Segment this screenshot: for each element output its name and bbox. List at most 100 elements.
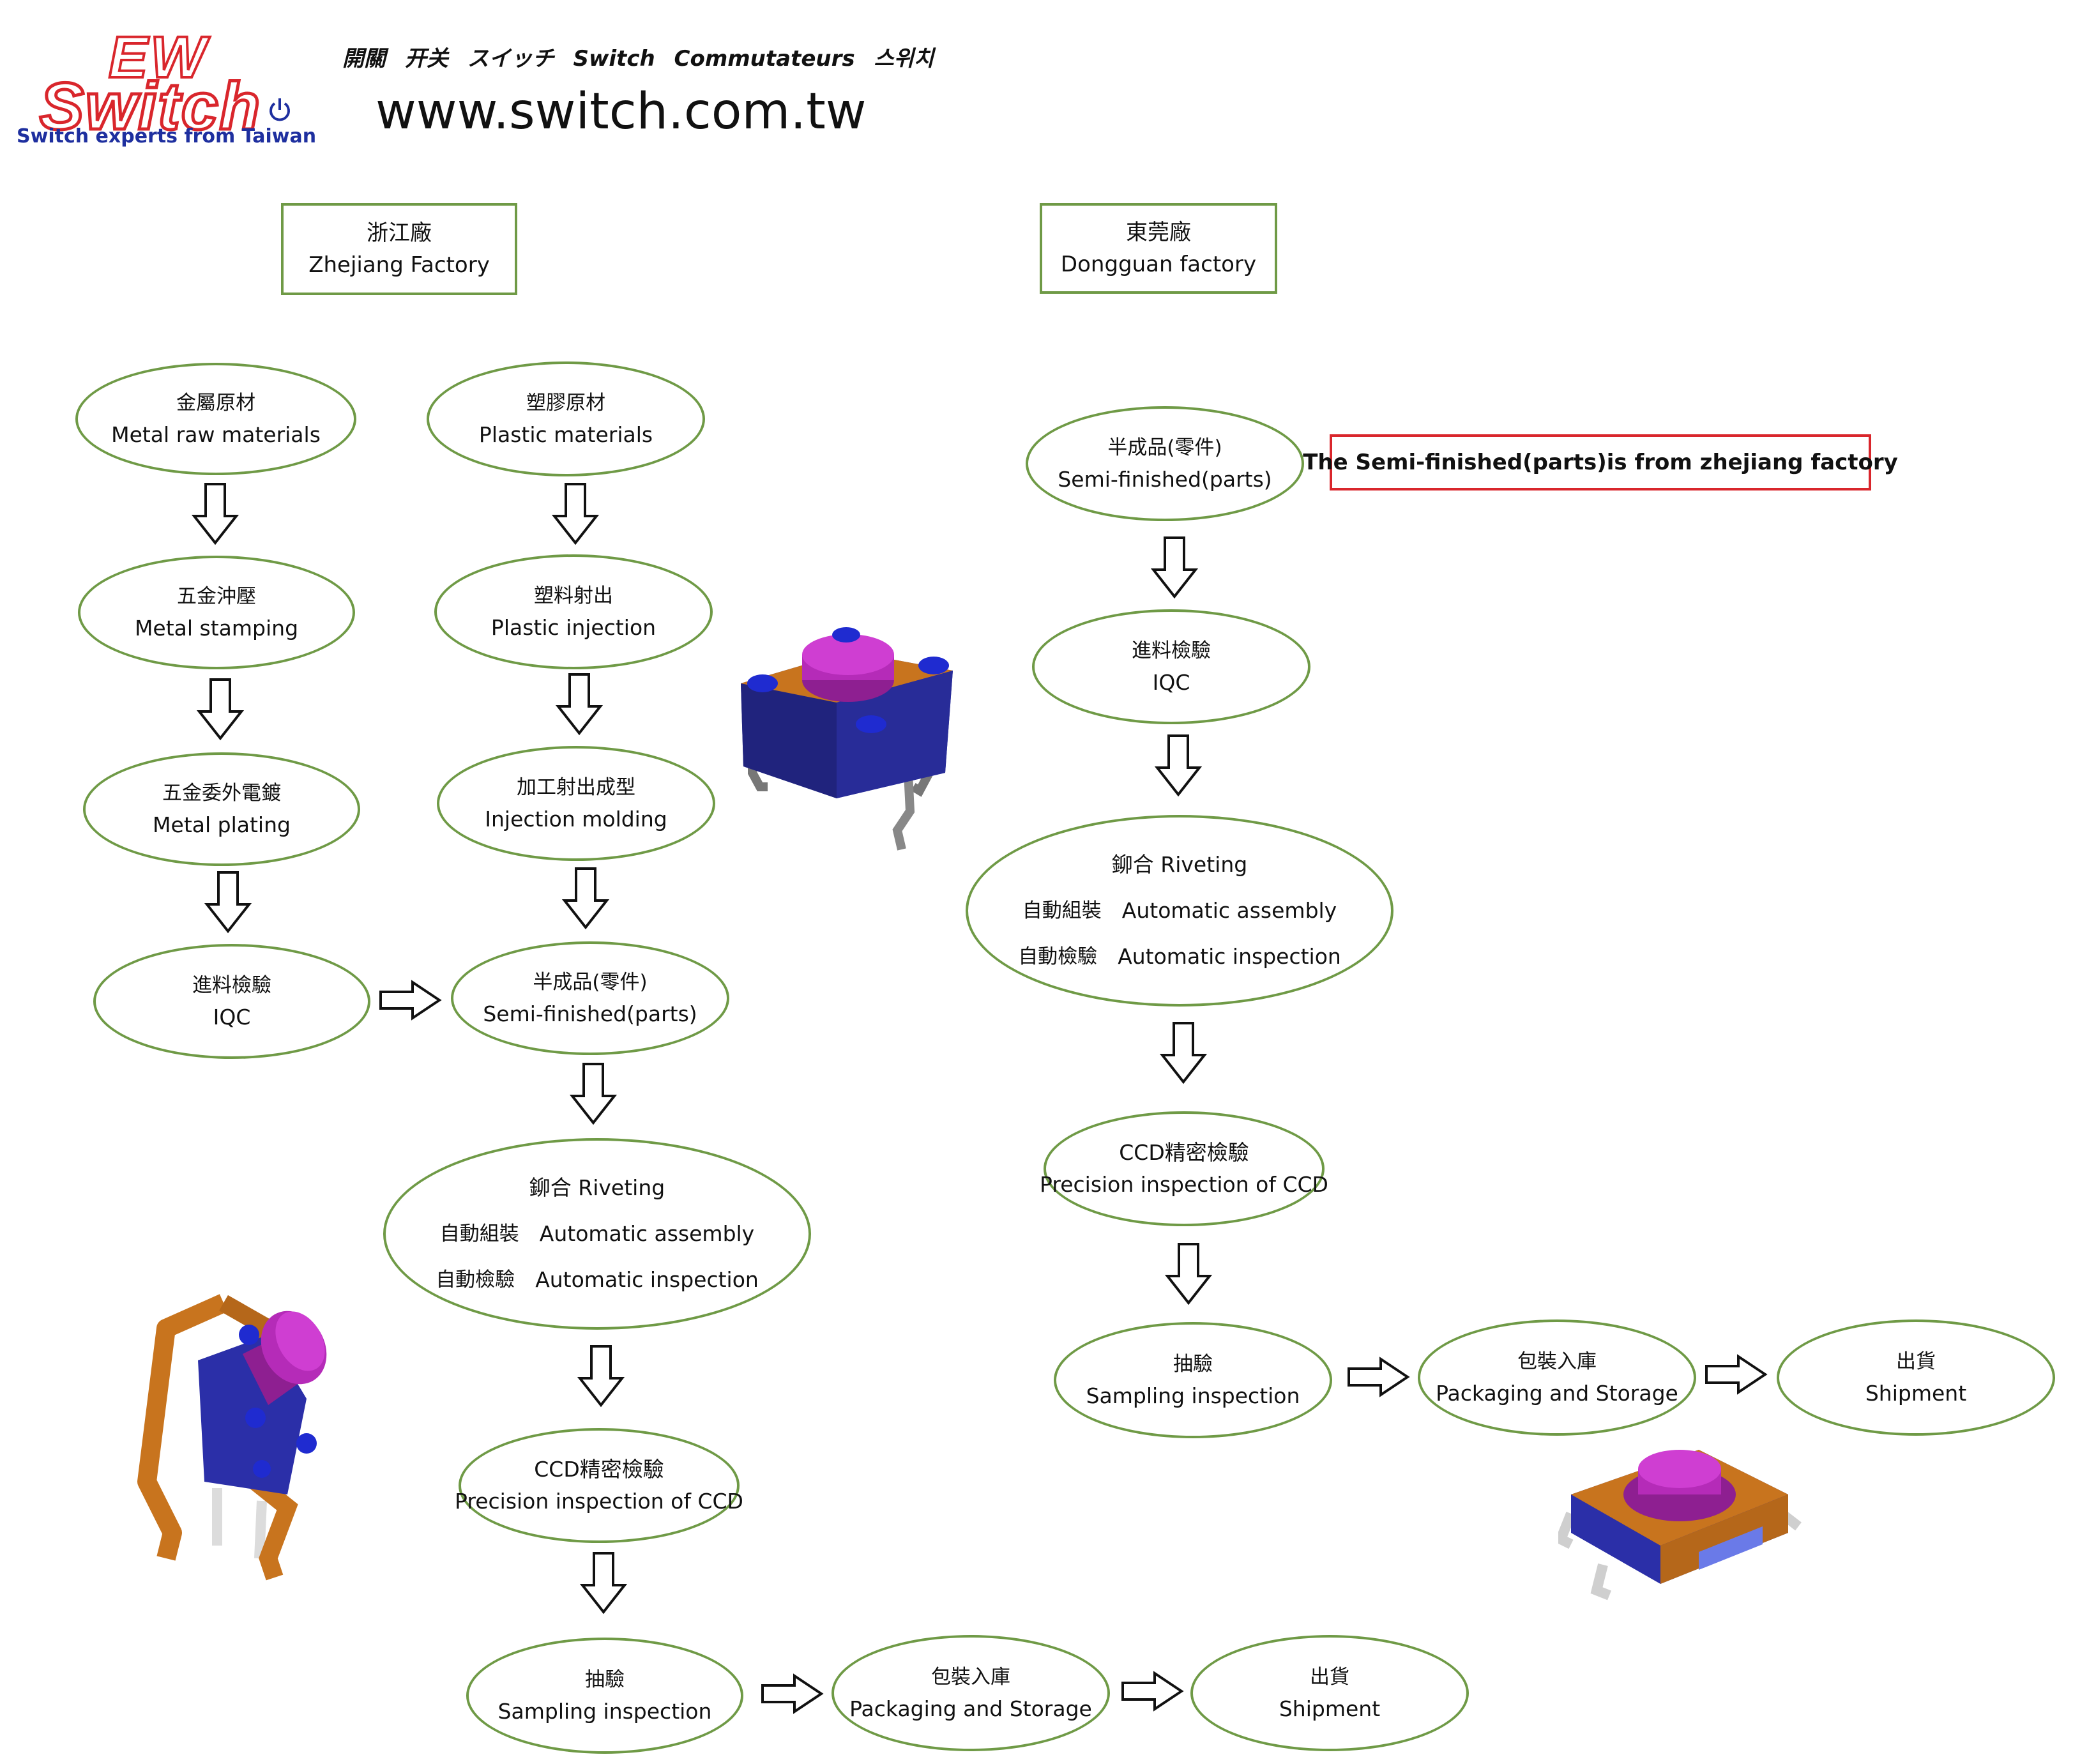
riveting-assembly-zh: 自動組裝 <box>1022 899 1102 922</box>
riveting-inspection-en: Automatic inspection <box>1118 944 1341 969</box>
node-semi-finished-dongguan: 半成品(零件) Semi-finished(parts) <box>1026 406 1304 521</box>
node-metal-stamping: 五金沖壓 Metal stamping <box>78 556 355 669</box>
logo-ew-text: EW <box>107 24 209 91</box>
semi-finished-note: The Semi-finished(parts)is from zhejiang… <box>1303 434 1898 490</box>
website-url: www.switch.com.tw <box>376 83 867 141</box>
riveting-inspection-row: 自動檢驗 Automatic inspection <box>436 1257 759 1303</box>
arrow-dg-sampling-to-packaging <box>1348 1357 1410 1397</box>
arrow-injection-to-molding <box>555 673 604 736</box>
node-iqc-dongguan: 進料檢驗 IQC <box>1032 609 1310 724</box>
node-packaging-dongguan: 包裝入庫 Packaging and Storage <box>1418 1319 1696 1436</box>
riveting-assembly-en: Automatic assembly <box>1121 898 1337 923</box>
node-label-zh: CCD精密檢驗 <box>534 1457 664 1482</box>
tact-switch-smd-illustration <box>1558 1450 1802 1601</box>
node-label-zh: 出貨 <box>1310 1666 1349 1689</box>
arrow-dg-semi-finished-to-iqc <box>1150 536 1199 599</box>
node-metal-raw-materials: 金屬原材 Metal raw materials <box>75 363 356 475</box>
node-label-en: Shipment <box>1865 1381 1967 1406</box>
node-label-en: Injection molding <box>485 807 667 832</box>
arrow-riveting-to-ccd <box>577 1345 625 1408</box>
node-semi-finished-zhejiang: 半成品(零件) Semi-finished(parts) <box>451 941 729 1055</box>
arrow-dg-riveting-to-ccd <box>1159 1022 1208 1084</box>
node-label-en: IQC <box>213 1005 251 1030</box>
node-shipment-zhejiang: 出貨 Shipment <box>1190 1635 1469 1751</box>
node-label-en: Metal stamping <box>134 616 299 641</box>
node-label-en: Plastic materials <box>478 422 653 447</box>
node-label-en: Packaging and Storage <box>1436 1381 1678 1406</box>
node-label-zh: 塑膠原材 <box>526 392 605 414</box>
riveting-title: 鉚合 Riveting <box>529 1175 665 1200</box>
dongguan-factory-en: Dongguan factory <box>1060 252 1257 277</box>
node-label-en: Shipment <box>1279 1696 1381 1721</box>
node-label-zh: 塑料射出 <box>534 584 613 607</box>
node-iqc-zhejiang: 進料檢驗 IQC <box>93 944 370 1059</box>
arrow-dg-packaging-to-shipment <box>1705 1354 1768 1395</box>
node-label-zh: 抽驗 <box>585 1668 625 1691</box>
arrow-metal-raw-to-stamping <box>191 483 239 545</box>
dongguan-factory-zh: 東莞廠 <box>1126 220 1191 245</box>
node-label-en: Sampling inspection <box>1086 1383 1300 1408</box>
node-injection-molding: 加工射出成型 Injection molding <box>437 746 715 861</box>
node-label-en: Sampling inspection <box>497 1699 712 1724</box>
node-riveting-dongguan: 鉚合 Riveting 自動組裝 Automatic assembly 自動檢驗… <box>966 815 1393 1007</box>
node-sampling-dongguan: 抽驗 Sampling inspection <box>1054 1322 1332 1438</box>
node-label-zh: 半成品(零件) <box>1107 436 1222 459</box>
arrow-plastic-to-injection <box>551 483 600 545</box>
node-label-zh: 包裝入庫 <box>1517 1350 1597 1373</box>
node-packaging-zhejiang: 包裝入庫 Packaging and Storage <box>831 1635 1110 1751</box>
node-plastic-injection: 塑料射出 Plastic injection <box>434 554 713 669</box>
node-plastic-materials: 塑膠原材 Plastic materials <box>427 361 705 476</box>
arrow-ccd-to-sampling <box>579 1552 628 1615</box>
riveting-assembly-row: 自動組裝 Automatic assembly <box>440 1211 754 1257</box>
riveting-inspection-row: 自動檢驗 Automatic inspection <box>1018 934 1341 980</box>
node-label-zh: 加工射出成型 <box>517 776 635 799</box>
arrow-sampling-to-packaging <box>761 1673 824 1714</box>
riveting-inspection-zh: 自動檢驗 <box>436 1268 515 1291</box>
node-sampling-zhejiang: 抽驗 Sampling inspection <box>466 1638 743 1754</box>
dongguan-factory-box: 東莞廠 Dongguan factory <box>1040 203 1277 294</box>
node-label-zh: 半成品(零件) <box>533 971 648 994</box>
node-riveting-zhejiang: 鉚合 Riveting 自動組裝 Automatic assembly 自動檢驗… <box>383 1138 811 1330</box>
arrow-plating-to-iqc <box>204 871 252 934</box>
node-ccd-dongguan: CCD精密檢驗 Precision inspection of CCD <box>1040 1111 1328 1226</box>
node-label-zh: 進料檢驗 <box>1132 639 1211 662</box>
node-label-zh: 抽驗 <box>1173 1353 1213 1376</box>
logo-tagline: Switch experts from Taiwan <box>17 125 317 148</box>
node-label-zh: CCD精密檢驗 <box>1119 1140 1249 1165</box>
node-ccd-zhejiang: CCD精密檢驗 Precision inspection of CCD <box>455 1428 743 1543</box>
node-label-en: Semi-finished(parts) <box>1058 467 1272 492</box>
node-label-en: Precision inspection of CCD <box>455 1489 743 1514</box>
multilanguage-title: 開關 开关 スイッチ Switch Commutateurs 스위치 <box>342 46 934 72</box>
zhejiang-factory-zh: 浙江廠 <box>367 220 432 246</box>
arrow-stamping-to-plating <box>196 678 245 741</box>
riveting-assembly-en: Automatic assembly <box>539 1221 755 1246</box>
node-label-en: IQC <box>1152 670 1190 695</box>
node-label-en: Packaging and Storage <box>849 1696 1092 1721</box>
node-label-zh: 進料檢驗 <box>192 974 271 997</box>
arrow-dg-ccd-to-sampling <box>1164 1243 1213 1305</box>
tact-switch-through-hole-illustration <box>741 627 953 851</box>
arrow-iqc-to-semi-finished <box>379 980 442 1021</box>
logo-switch-text: Switch <box>38 68 262 146</box>
riveting-inspection-zh: 自動檢驗 <box>1018 945 1098 968</box>
riveting-assembly-zh: 自動組裝 <box>439 1222 519 1245</box>
node-label-zh: 五金委外電鍍 <box>162 782 281 805</box>
node-label-en: Plastic injection <box>490 615 657 640</box>
riveting-title: 鉚合 Riveting <box>1111 852 1248 877</box>
node-label-en: Metal raw materials <box>111 422 321 447</box>
arrow-semi-finished-to-riveting <box>569 1063 618 1125</box>
node-label-zh: 包裝入庫 <box>931 1666 1010 1689</box>
node-label-zh: 五金沖壓 <box>177 585 256 608</box>
power-icon <box>270 98 290 121</box>
tact-switch-right-angle-illustration <box>137 1294 327 1581</box>
node-label-en: Precision inspection of CCD <box>1040 1172 1328 1197</box>
arrow-molding-to-semi-finished <box>561 867 610 930</box>
node-label-en: Semi-finished(parts) <box>483 1001 697 1026</box>
riveting-assembly-row: 自動組裝 Automatic assembly <box>1022 888 1337 934</box>
riveting-inspection-en: Automatic inspection <box>535 1267 759 1292</box>
arrow-packaging-to-shipment <box>1121 1671 1184 1712</box>
zhejiang-factory-en: Zhejiang Factory <box>308 252 490 278</box>
node-label-zh: 出貨 <box>1896 1350 1936 1373</box>
zhejiang-factory-box: 浙江廠 Zhejiang Factory <box>281 203 517 295</box>
arrow-dg-iqc-to-riveting <box>1154 734 1203 797</box>
